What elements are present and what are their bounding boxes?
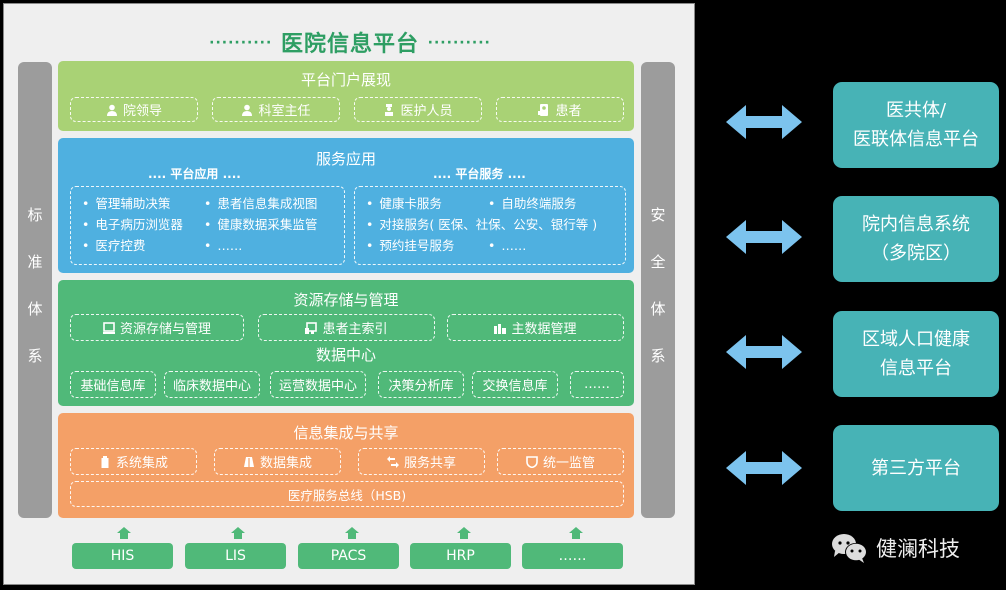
external-hospital-systems: 院内信息系统 （多院区）: [833, 196, 999, 282]
brand-watermark: 健澜科技: [830, 532, 960, 564]
portal-item-patient: 患者: [496, 97, 624, 122]
diagram-title: ·········· 医院信息平台 ··········: [209, 32, 491, 57]
battery-icon: [99, 455, 111, 468]
dc-item: ……: [570, 371, 624, 398]
integration-title: 信息集成与共享: [293, 424, 399, 442]
list-item: 医疗控费: [82, 235, 204, 256]
list-item: 电子病历浏览器: [82, 214, 204, 235]
portal-item-leader: 院领导: [70, 97, 198, 122]
integ-item-data: 数据集成: [214, 448, 341, 475]
bidirectional-arrow-icon: [726, 335, 802, 369]
integ-item-system: 系统集成: [70, 448, 197, 475]
wechat-icon: [832, 534, 867, 563]
list-item: 健康卡服务: [366, 193, 488, 214]
dc-item: 基础信息库: [70, 371, 156, 398]
storage-item-resource: 资源存储与管理: [70, 314, 244, 341]
user-icon: [241, 104, 253, 116]
portal-item-director: 科室主任: [212, 97, 340, 122]
portal-title: 平台门户展现: [300, 71, 391, 89]
storage-item-mpi: 患者主索引: [258, 314, 435, 341]
service-layer: 服务应用 .... 平台应用 .... .... 平台服务 .... 管理辅助决…: [58, 138, 634, 273]
title-text: 医院信息平台: [280, 32, 419, 57]
security-system-bar: 安 全 体 系: [641, 62, 675, 518]
service-title: 服务应用: [315, 150, 376, 168]
list-item: ……: [488, 235, 526, 256]
portal-item-medical-staff: 医护人员: [354, 97, 482, 122]
storage-item-master-data: 主数据管理: [447, 314, 624, 341]
user-icon: [106, 104, 118, 116]
nurse-icon: [383, 103, 395, 116]
up-arrow-icon: [457, 527, 471, 539]
source-hrp: HRP: [410, 543, 511, 569]
data-center-title: 数据中心: [315, 346, 376, 364]
index-icon: [305, 321, 318, 334]
patient-icon: [538, 103, 550, 116]
platform-app-heading: .... 平台应用 ....: [148, 167, 241, 181]
list-item: 对接服务( 医保、社保、公安、银行等 ): [366, 214, 597, 235]
source-more: ……: [522, 543, 623, 569]
source-his: HIS: [72, 543, 173, 569]
platform-service-list: 健康卡服务自助终端服务 对接服务( 医保、社保、公安、银行等 ) 预约挂号服务……: [366, 193, 597, 256]
dc-item: 交换信息库: [472, 371, 558, 398]
external-regional-health: 区域人口健康 信息平台: [833, 311, 999, 397]
list-item: 管理辅助决策: [82, 193, 204, 214]
brand-name: 健澜科技: [876, 537, 960, 561]
dc-item: 运营数据中心: [270, 371, 366, 398]
list-item: 自助终端服务: [488, 193, 576, 214]
swap-icon: [386, 455, 399, 468]
storage-title: 资源存储与管理: [293, 291, 399, 309]
integration-layer: 信息集成与共享 系统集成 数据集成 服务共享 统一监管 医疗服务总线（HSB): [58, 413, 634, 518]
platform-app-list: 管理辅助决策患者信息集成视图 电子病历浏览器健康数据采集监管 医疗控费……: [82, 193, 317, 256]
source-lis: LIS: [185, 543, 286, 569]
up-arrow-icon: [569, 527, 583, 539]
monitor-icon: [102, 321, 115, 334]
list-item: ……: [204, 235, 242, 256]
bidirectional-arrow-icon: [726, 105, 802, 139]
standard-system-bar: 标 准 体 系: [18, 62, 52, 518]
external-medical-alliance: 医共体/ 医联体信息平台: [833, 82, 999, 168]
integ-item-service-share: 服务共享: [358, 448, 485, 475]
up-arrow-icon: [117, 527, 131, 539]
platform-service-heading: .... 平台服务 ....: [433, 167, 526, 181]
up-arrow-icon: [345, 527, 359, 539]
dc-item: 临床数据中心: [164, 371, 260, 398]
list-item: 健康数据采集监管: [204, 214, 317, 235]
shield-icon: [526, 455, 538, 468]
list-item: 患者信息集成视图: [204, 193, 317, 214]
source-pacs: PACS: [298, 543, 399, 569]
bidirectional-arrow-icon: [726, 451, 802, 485]
storage-layer: 资源存储与管理 资源存储与管理 患者主索引 主数据管理 数据中心 基础信息库 临…: [58, 280, 634, 406]
up-arrow-icon: [231, 527, 245, 539]
dc-item: 决策分析库: [378, 371, 464, 398]
hsb-bus: 医疗服务总线（HSB): [70, 481, 624, 507]
platform-service-box: [354, 186, 626, 265]
list-item: 预约挂号服务: [366, 235, 488, 256]
bidirectional-arrow-icon: [726, 220, 802, 254]
chart-icon: [494, 322, 507, 334]
external-third-party: 第三方平台: [833, 425, 999, 511]
integ-item-supervision: 统一监管: [497, 448, 624, 475]
book-icon: [243, 456, 255, 468]
platform-app-box: [70, 186, 345, 265]
portal-layer: 平台门户展现 院领导 科室主任 医护人员 患者: [58, 61, 634, 131]
